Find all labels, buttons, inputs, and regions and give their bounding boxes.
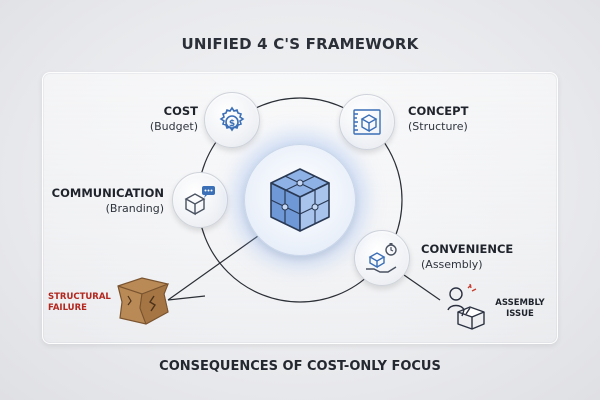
frustrated-person-box-icon	[447, 283, 485, 330]
crushed-box-icon	[117, 277, 169, 325]
diagram-title: UNIFIED 4 C'S FRAMEWORK	[181, 35, 419, 53]
gear-dollar-icon: $	[219, 106, 245, 132]
concept-label: CONCEPT (Structure)	[408, 104, 498, 133]
communication-node[interactable]	[172, 172, 228, 228]
assembly-issue-label: ASSEMBLY ISSUE	[492, 298, 548, 320]
structural-failure-box	[112, 272, 174, 328]
convenience-subtitle: (Assembly)	[421, 258, 483, 271]
hand-box-timer-icon	[366, 243, 397, 273]
convenience-label: CONVENIENCE (Assembly)	[421, 242, 531, 271]
convenience-title: CONVENIENCE	[421, 242, 514, 256]
box-chat-icon	[184, 186, 215, 216]
structural-failure-line1: STRUCTURAL	[48, 292, 111, 302]
puzzle-cube-icon	[270, 168, 330, 232]
assembly-issue-line1: ASSEMBLY	[495, 298, 545, 308]
cost-title: COST	[163, 104, 198, 118]
center-node[interactable]	[244, 144, 356, 256]
footer-caption: CONSEQUENCES OF COST-ONLY FOCUS	[159, 359, 441, 374]
blueprint-box-icon	[353, 109, 381, 135]
structural-failure-line2: FAILURE	[48, 303, 87, 313]
cost-node[interactable]: $	[204, 92, 260, 148]
communication-title: COMMUNICATION	[51, 186, 164, 200]
concept-node[interactable]	[339, 94, 395, 150]
connector-assembly	[403, 274, 441, 301]
connector-structural	[167, 235, 259, 301]
concept-subtitle: (Structure)	[408, 120, 468, 133]
assembly-issue-line2: ISSUE	[506, 309, 534, 319]
communication-subtitle: (Branding)	[105, 202, 164, 215]
assembly-issue-figure	[440, 283, 494, 330]
communication-label: COMMUNICATION (Branding)	[40, 186, 164, 215]
structural-failure-label: STRUCTURAL FAILURE	[48, 292, 112, 314]
connector-structural-tail	[167, 295, 206, 301]
svg-text:$: $	[229, 119, 235, 129]
concept-title: CONCEPT	[408, 104, 469, 118]
cost-label: COST (Budget)	[110, 104, 198, 133]
convenience-node[interactable]	[354, 230, 410, 286]
cost-subtitle: (Budget)	[149, 120, 198, 133]
